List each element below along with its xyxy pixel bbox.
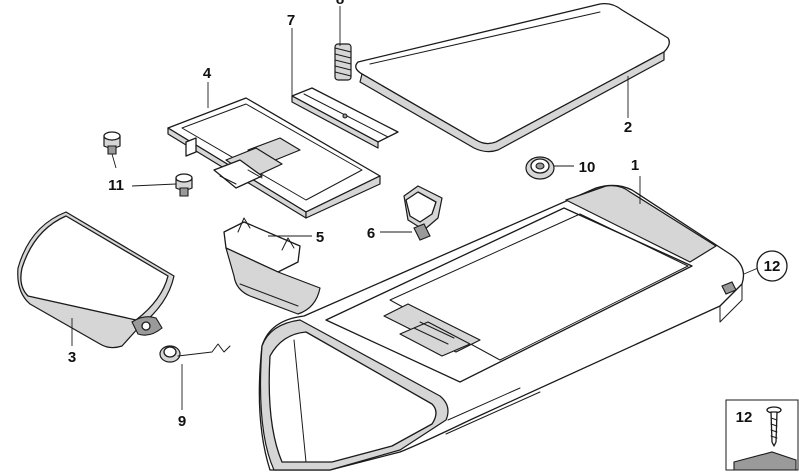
callout-12-inset: 12: [736, 409, 753, 426]
part-7-slide-rail: [291, 87, 399, 149]
callout-12-circled: 12: [764, 258, 781, 275]
callout-8: 8: [336, 0, 344, 8]
callout-7: 7: [287, 12, 295, 29]
callout-6: 6: [367, 225, 375, 242]
part-4-tray-bracket: [167, 97, 381, 219]
leader-11a: [111, 153, 117, 169]
part-5-hinge-bracket: [223, 217, 321, 315]
callout-5: 5: [316, 229, 324, 246]
part-11-clips: [103, 131, 193, 197]
part-1-armrest-body: [258, 184, 745, 471]
leader-11b: [131, 183, 177, 187]
shim-block: [733, 451, 797, 471]
part-9-spring-pin: [159, 343, 231, 363]
leader-lines: [71, 6, 759, 410]
callout-1: 1: [631, 157, 639, 174]
part-3-storage-lid: [17, 211, 175, 349]
part-6-latch: [403, 185, 443, 241]
callout-2: 2: [624, 119, 632, 136]
callout-9: 9: [178, 413, 186, 430]
callout-4: 4: [203, 65, 212, 82]
callout-labels: 1 2 3 4 5 6 7 8 9 10 11 12: [68, 0, 788, 430]
part-2-lid-cover: [355, 2, 670, 153]
leader-12: [743, 267, 759, 275]
screw-shank: [770, 411, 778, 447]
callout-10: 10: [579, 159, 596, 176]
callout-11: 11: [108, 177, 124, 194]
part-10-grommet: [525, 156, 555, 180]
inset-part-12: 12: [725, 399, 799, 471]
callout-12-circle: [756, 250, 788, 282]
part-8-spring: [334, 43, 352, 81]
callout-3: 3: [68, 349, 76, 366]
